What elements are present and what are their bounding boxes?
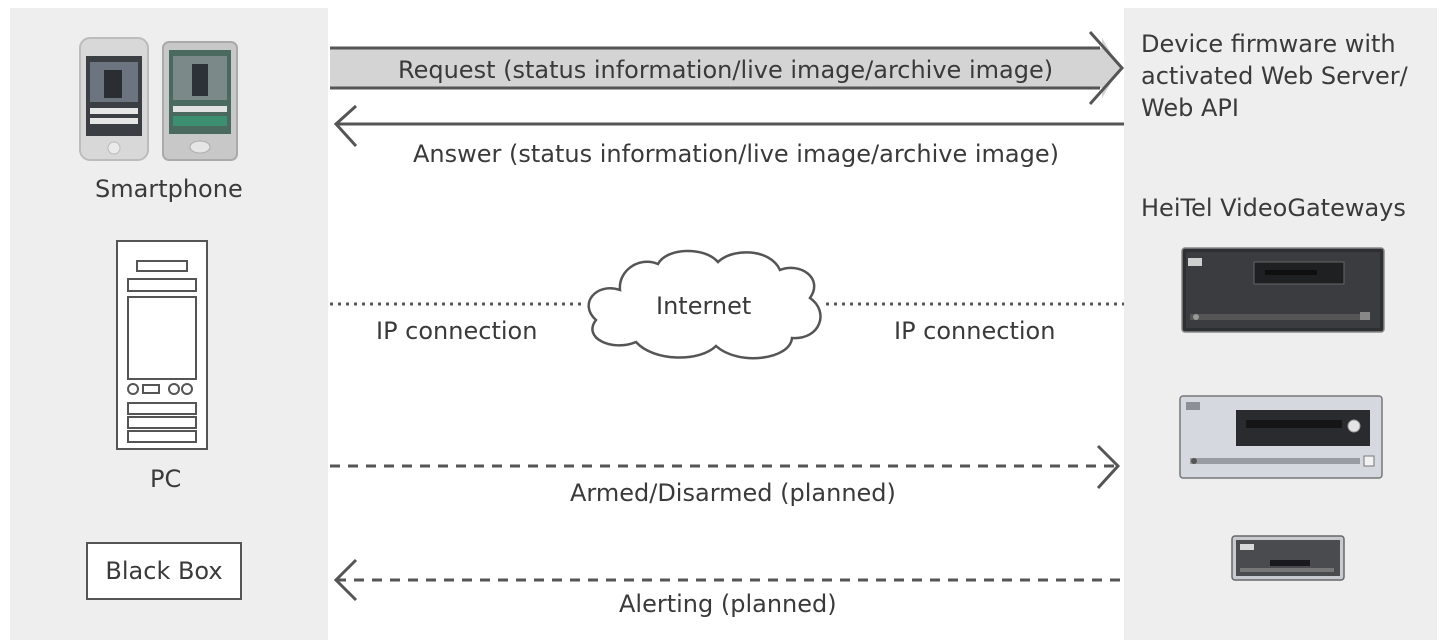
answer-arrow [333, 104, 1124, 148]
videogateway-large-icon [1181, 247, 1385, 333]
videogateway-small-icon [1231, 535, 1345, 581]
left-ip-connection-label: IP connection [376, 317, 538, 345]
smartphone-icon [79, 37, 238, 161]
answer-label: Answer (status information/live image/ar… [413, 140, 1059, 168]
videogateway-silver-icon [1179, 395, 1383, 479]
pc-label: PC [150, 465, 182, 493]
device-line-3: Web API [1141, 94, 1239, 122]
smartphone-label: Smartphone [95, 175, 243, 203]
armed-arrow [330, 444, 1121, 490]
alerting-arrow [333, 558, 1124, 602]
device-line-1: Device firmware with [1141, 30, 1396, 58]
device-line-2: activated Web Server/ [1141, 62, 1408, 90]
internet-cloud-icon [587, 249, 822, 360]
right-ip-connection-label: IP connection [894, 317, 1056, 345]
armed-label: Armed/Disarmed (planned) [570, 479, 896, 507]
blackbox-label: Black Box [105, 557, 223, 585]
device-firmware-label: Device firmware with activated Web Serve… [1141, 28, 1408, 124]
gateways-label: HeiTel VideoGateways [1141, 194, 1406, 222]
blackbox-box: Black Box [86, 542, 242, 600]
internet-label: Internet [656, 292, 752, 320]
pc-tower-icon [116, 240, 208, 450]
request-label: Request (status information/live image/a… [398, 56, 1054, 84]
request-arrow [330, 31, 1125, 105]
alerting-label: Alerting (planned) [619, 590, 837, 618]
